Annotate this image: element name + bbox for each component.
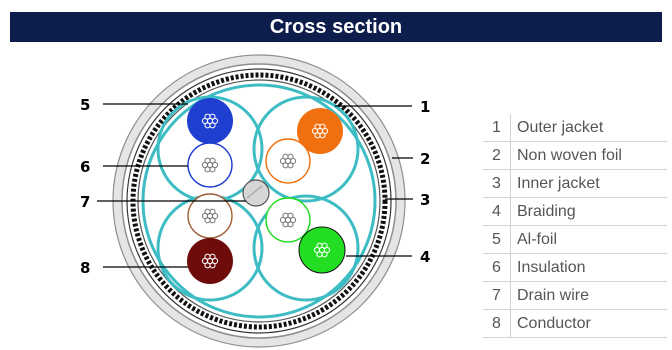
legend-label: Al-foil [510, 225, 667, 254]
legend-label: Braiding [510, 197, 667, 226]
strand-bundle-green [313, 242, 331, 258]
callout-number-8: 8 [80, 259, 90, 277]
strand-bundle-blue [201, 113, 219, 129]
callout-number-6: 6 [80, 158, 90, 176]
legend-number: 5 [483, 225, 511, 254]
strand-bundle-brown [201, 253, 219, 269]
callout-number-2: 2 [420, 150, 430, 168]
cable-cross-section-svg: 1 2 3 4 5 6 7 8 [80, 54, 430, 348]
conductor-white-green [265, 197, 311, 243]
conductor-blue [187, 98, 233, 144]
strand-bundle-white-blue [201, 157, 219, 173]
legend-label: Conductor [510, 309, 667, 338]
callout-number-3: 3 [420, 191, 430, 209]
conductor-orange [297, 108, 343, 154]
conductor-brown [187, 238, 233, 284]
legend-number: 8 [483, 309, 511, 338]
callout-number-7: 7 [80, 193, 90, 211]
legend-number: 4 [483, 197, 511, 226]
legend-number: 6 [483, 253, 511, 282]
drain-wire [242, 179, 270, 207]
strand-bundle-white-brown [201, 208, 219, 224]
section-title: Cross section [269, 16, 403, 38]
legend-label: Inner jacket [510, 169, 667, 198]
legend-number: 7 [483, 281, 511, 310]
conductor-white-orange [265, 138, 311, 184]
callout-number-5: 5 [80, 96, 90, 114]
conductor-green [298, 226, 346, 274]
cable-cross-section-diagram: 1 2 3 4 5 6 7 8 [0, 44, 480, 350]
strand-bundle-orange [311, 123, 329, 139]
legend-number: 2 [483, 141, 511, 170]
legend-label: Drain wire [510, 281, 667, 310]
strand-bundle-white-orange [279, 153, 297, 169]
pair-screen-bottom-right [252, 194, 360, 302]
conductor-white-blue [187, 142, 233, 188]
callout-number-1: 1 [420, 98, 430, 116]
pair-screen-top-right [252, 95, 360, 203]
section-title-banner: Cross section [10, 12, 662, 42]
legend-number: 1 [483, 114, 511, 142]
legend-label: Non woven foil [510, 141, 667, 170]
legend-label: Outer jacket [510, 114, 667, 142]
callout-number-4: 4 [420, 248, 430, 266]
legend-label: Insulation [510, 253, 667, 282]
strand-bundle-white-green [279, 212, 297, 228]
legend-number: 3 [483, 169, 511, 198]
drain-wire-hatch [246, 185, 263, 199]
